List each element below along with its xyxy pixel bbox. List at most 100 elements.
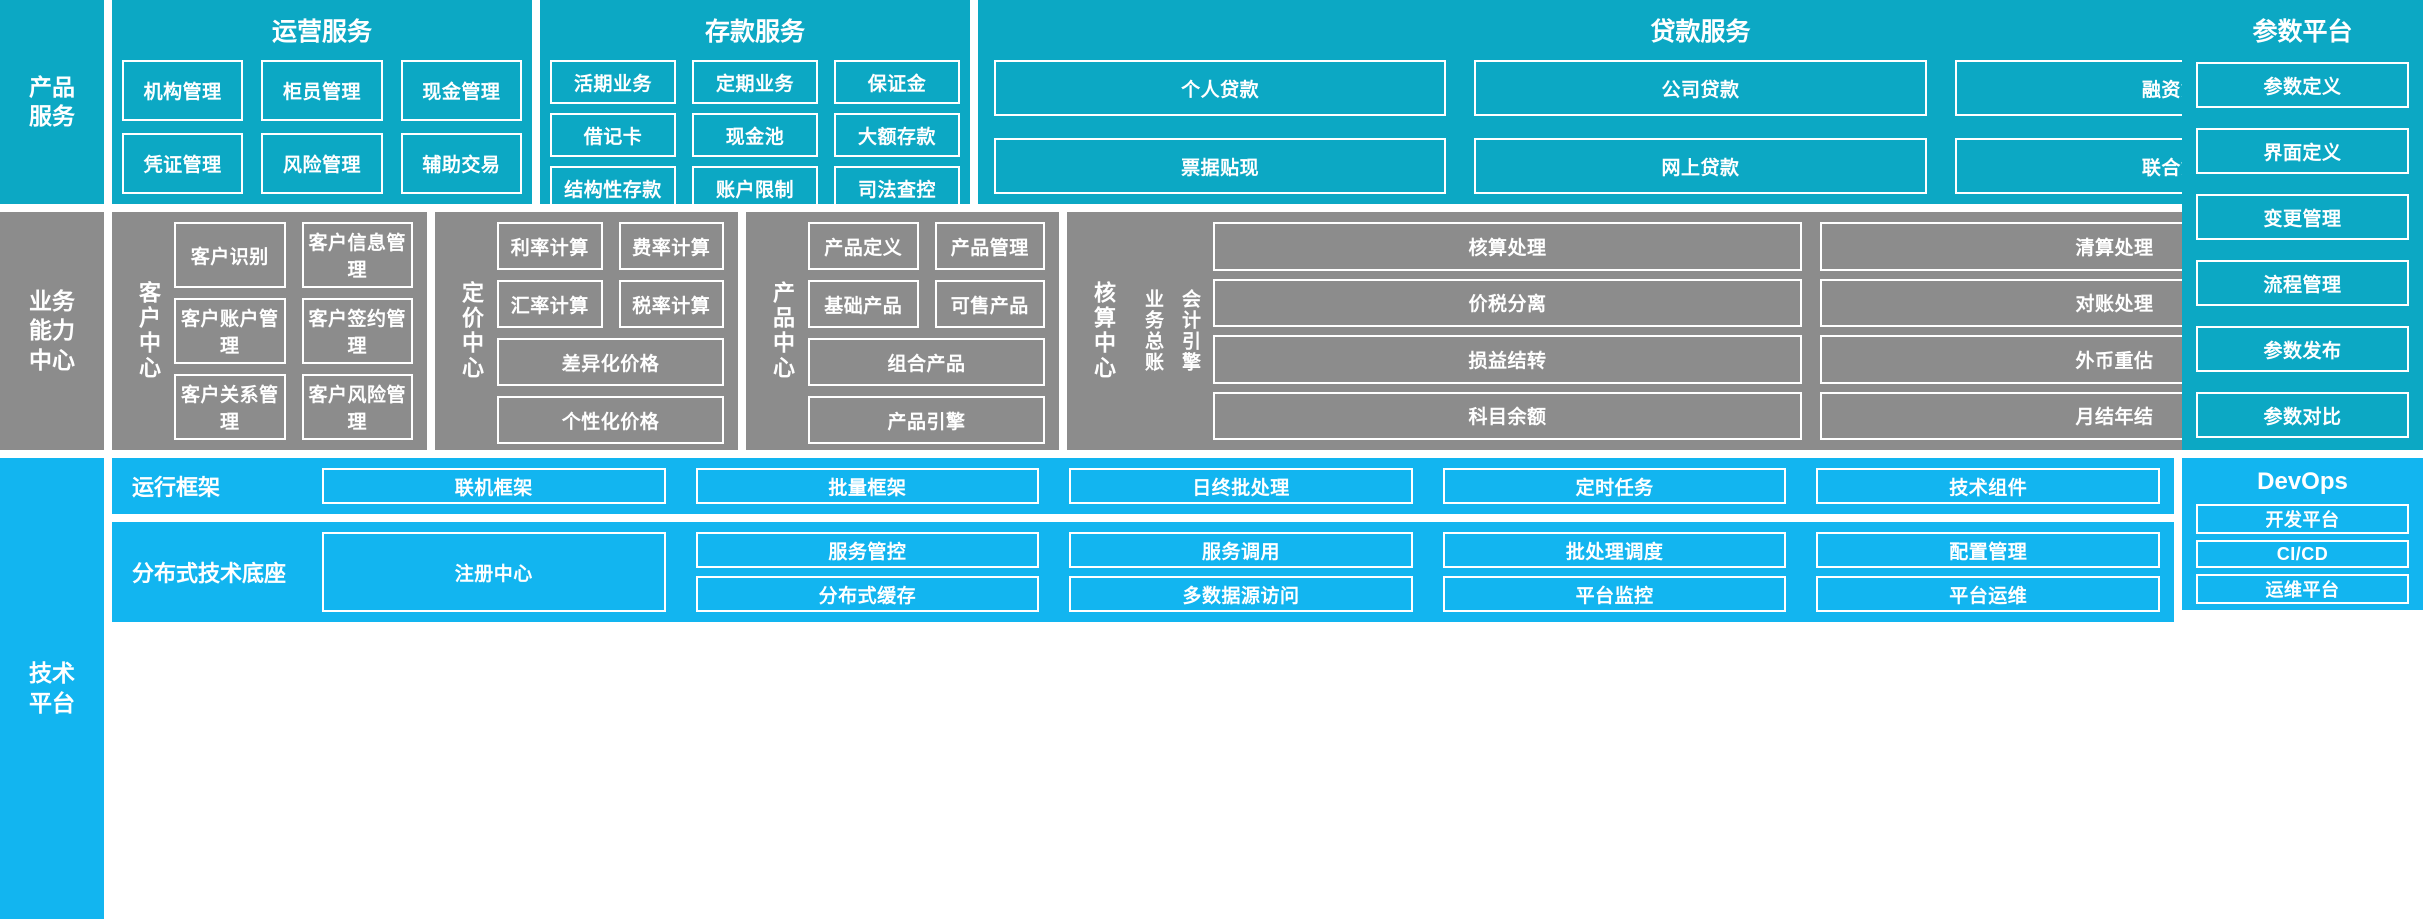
center-items-pricing: 利率计算 费率计算 汇率计算 税率计算 差异化价格 个性化价格 <box>497 222 724 444</box>
service-chip-dingqi-yewu[interactable]: 定期业务 <box>692 60 818 104</box>
group-deposit-service: 存款服务 活期业务 定期业务 保证金 借记卡 现金池 大额存款 结构性存款 账户… <box>540 0 970 210</box>
tech-chip-piliang-kuangjia[interactable]: 批量框架 <box>695 468 1040 504</box>
service-chip-baozhengjin[interactable]: 保证金 <box>834 60 960 104</box>
service-chip-guiyuan-guanli[interactable]: 柜员管理 <box>261 60 383 121</box>
tech-chip-peizhi-guanli[interactable]: 配置管理 <box>1816 532 2160 568</box>
center-items-customer: 客户识别 客户信息管理 客户账户管理 客户签约管理 客户关系管理 客户风险管理 <box>174 222 413 440</box>
panel-items-parameter-platform: 参数定义 界面定义 变更管理 流程管理 参数发布 参数对比 <box>2196 62 2409 438</box>
param-chip-canshu-dingyi[interactable]: 参数定义 <box>2196 62 2409 108</box>
group-items-deposit-service: 活期业务 定期业务 保证金 借记卡 现金池 大额存款 结构性存款 账户限制 司法… <box>550 60 960 210</box>
center-items-product: 产品定义 产品管理 基础产品 可售产品 组合产品 产品引擎 <box>808 222 1045 444</box>
technology-platform-label-line2: 平台 <box>29 689 75 716</box>
capability-chip-keshou-chanpin[interactable]: 可售产品 <box>934 280 1045 328</box>
capability-chip-shuilv-jisuan[interactable]: 税率计算 <box>618 280 724 328</box>
service-chip-gongsi-daikuan[interactable]: 公司贷款 <box>1474 60 1927 116</box>
param-chip-liucheng-guanli[interactable]: 流程管理 <box>2196 260 2409 306</box>
capability-chip-zuhe-chanpin[interactable]: 组合产品 <box>808 338 1045 386</box>
tech-chip-pichuli-diaodu[interactable]: 批处理调度 <box>1442 532 1787 568</box>
center-sublabel-accounting-engine: 会计引擎 <box>1179 289 1200 373</box>
service-chip-jiegouxing-cunkuan[interactable]: 结构性存款 <box>550 166 676 210</box>
center-product: 产品中心 产品定义 产品管理 基础产品 可售产品 组合产品 产品引擎 <box>746 212 1059 450</box>
capability-chip-chayihua-jiage[interactable]: 差异化价格 <box>497 338 724 386</box>
tech-cells-runtime-framework: 联机框架 批量框架 日终批处理 定时任务 技术组件 <box>322 468 2160 504</box>
layer-business-capability: 业务 能力 中心 客户中心 客户识别 客户信息管理 客户账户管理 客户签约管理 … <box>0 212 2423 450</box>
service-chip-piaoju-tiexian[interactable]: 票据贴现 <box>994 138 1447 194</box>
param-chip-canshu-duibi[interactable]: 参数对比 <box>2196 392 2409 438</box>
service-chip-geren-daikuan[interactable]: 个人贷款 <box>994 60 1447 116</box>
product-service-label-line1: 产品 <box>29 73 75 100</box>
center-label-pricing: 定价中心 <box>459 281 484 381</box>
service-chip-fengxian-guanli[interactable]: 风险管理 <box>261 133 383 194</box>
service-chip-jigou-guanli[interactable]: 机构管理 <box>122 60 244 121</box>
panel-parameter-platform: 参数平台 参数定义 界面定义 变更管理 流程管理 参数发布 参数对比 <box>2182 0 2423 450</box>
capability-chip-kehu-xinxi-guanli[interactable]: 客户信息管理 <box>301 222 413 288</box>
capability-chip-jiashui-fenli[interactable]: 价税分离 <box>1213 278 1802 327</box>
panel-items-devops: 开发平台 CI/CD 运维平台 <box>2196 504 2409 604</box>
tech-chip-zhuce-zhongxin[interactable]: 注册中心 <box>322 532 666 612</box>
technology-strips: 运行框架 联机框架 批量框架 日终批处理 定时任务 技术组件 分布式技术底座 注… <box>112 458 2174 919</box>
technology-platform-label-line1: 技术 <box>29 660 75 687</box>
tech-chip-dingshi-renwu[interactable]: 定时任务 <box>1442 468 1787 504</box>
capability-chip-hesuan-chuli[interactable]: 核算处理 <box>1213 222 1802 271</box>
service-chip-jijika[interactable]: 借记卡 <box>550 113 676 157</box>
group-title-loan-service: 贷款服务 <box>1650 18 1751 46</box>
tech-chip-lianji-kuangjia[interactable]: 联机框架 <box>322 468 666 504</box>
capability-chip-chanpin-yinqing[interactable]: 产品引擎 <box>808 396 1045 444</box>
tech-chip-fuwu-diaoyong[interactable]: 服务调用 <box>1069 532 1413 568</box>
tech-chip-rizhong-pichuli[interactable]: 日终批处理 <box>1069 468 1413 504</box>
center-label-customer: 客户中心 <box>136 281 161 381</box>
center-label-accounting: 核算中心 <box>1091 281 1116 381</box>
group-title-deposit-service: 存款服务 <box>704 18 805 46</box>
tech-chip-pingtai-jiankong[interactable]: 平台监控 <box>1442 576 1787 612</box>
tech-chip-pingtai-yunwei[interactable]: 平台运维 <box>1816 576 2160 612</box>
capability-chip-chanpin-guanli[interactable]: 产品管理 <box>934 222 1045 270</box>
devops-chip-cicd[interactable]: CI/CD <box>2196 540 2409 568</box>
param-chip-biangeng-guanli[interactable]: 变更管理 <box>2196 194 2409 240</box>
capability-chip-kehu-qianyue-guanli[interactable]: 客户签约管理 <box>301 298 413 364</box>
devops-chip-kaifa-pingtai[interactable]: 开发平台 <box>2196 504 2409 534</box>
capability-chip-jichu-chanpin[interactable]: 基础产品 <box>808 280 919 328</box>
capability-chip-kemu-yue[interactable]: 科目余额 <box>1213 391 1802 440</box>
service-chip-sifa-chakong[interactable]: 司法查控 <box>834 166 960 210</box>
capability-chip-chanpin-dingyi[interactable]: 产品定义 <box>808 222 919 270</box>
tech-strip-label-runtime-framework: 运行框架 <box>132 475 221 500</box>
center-sublabels-accounting: 会计引擎 业务总账 <box>1129 222 1213 440</box>
center-label-product: 产品中心 <box>770 281 795 381</box>
group-items-operation-service: 机构管理 柜员管理 现金管理 凭证管理 风险管理 辅助交易 <box>122 60 522 194</box>
center-customer: 客户中心 客户识别 客户信息管理 客户账户管理 客户签约管理 客户关系管理 客户… <box>112 212 427 450</box>
service-chip-dae-cunkuan[interactable]: 大额存款 <box>834 113 960 157</box>
capability-chip-kehu-zhanghu-guanli[interactable]: 客户账户管理 <box>174 298 286 364</box>
capability-chip-huilv-jisuan[interactable]: 汇率计算 <box>497 280 603 328</box>
service-chip-xianjin-guanli[interactable]: 现金管理 <box>400 60 522 121</box>
center-pricing: 定价中心 利率计算 费率计算 汇率计算 税率计算 差异化价格 个性化价格 <box>435 212 738 450</box>
service-chip-wangshang-daikuan[interactable]: 网上贷款 <box>1474 138 1927 194</box>
tech-chip-fuwu-guankong[interactable]: 服务管控 <box>695 532 1040 568</box>
capability-chip-feilv-jisuan[interactable]: 费率计算 <box>618 222 724 270</box>
param-chip-canshu-fabu[interactable]: 参数发布 <box>2196 326 2409 372</box>
service-chip-huoqi-yewu[interactable]: 活期业务 <box>550 60 676 104</box>
capability-chip-lilv-jisuan[interactable]: 利率计算 <box>497 222 603 270</box>
group-operation-service: 运营服务 机构管理 柜员管理 现金管理 凭证管理 风险管理 辅助交易 <box>112 0 532 204</box>
layer-product-service: 产品 服务 运营服务 机构管理 柜员管理 现金管理 凭证管理 风险管理 辅助交易… <box>0 0 2423 210</box>
tech-chip-jishu-zujian[interactable]: 技术组件 <box>1816 468 2160 504</box>
service-chip-fuzhu-jiaoyi[interactable]: 辅助交易 <box>400 133 522 194</box>
layer-label-technology-platform: 技术 平台 <box>0 458 104 919</box>
capability-chip-kehu-guanxi-guanli[interactable]: 客户关系管理 <box>174 374 286 440</box>
service-chip-zhanghu-xianzhi[interactable]: 账户限制 <box>692 166 818 210</box>
capability-chip-gexinghua-jiage[interactable]: 个性化价格 <box>497 396 724 444</box>
param-chip-jiemian-dingyi[interactable]: 界面定义 <box>2196 128 2409 174</box>
capability-chip-kehu-shibie[interactable]: 客户识别 <box>174 222 286 288</box>
service-chip-pingzheng-guanli[interactable]: 凭证管理 <box>122 133 244 194</box>
devops-chip-yunwei-pingtai[interactable]: 运维平台 <box>2196 574 2409 604</box>
business-capability-label-line1: 业务 <box>29 287 75 314</box>
layer-label-business-capability: 业务 能力 中心 <box>0 212 104 450</box>
tech-chip-duoshujuyuan-fangwen[interactable]: 多数据源访问 <box>1069 576 1413 612</box>
capability-chip-sunyi-jiezhuan[interactable]: 损益结转 <box>1213 335 1802 384</box>
panel-devops: DevOps 开发平台 CI/CD 运维平台 <box>2182 458 2423 610</box>
capability-chip-kehu-fengxian-guanli[interactable]: 客户风险管理 <box>301 374 413 440</box>
panel-title-parameter-platform: 参数平台 <box>2252 18 2353 46</box>
tech-cells-distributed-base: 注册中心 服务管控 服务调用 批处理调度 配置管理 分布式缓存 多数据源访问 平… <box>322 532 2160 612</box>
tech-chip-fenbushi-huancun[interactable]: 分布式缓存 <box>695 576 1040 612</box>
service-chip-xianjinchi[interactable]: 现金池 <box>692 113 818 157</box>
